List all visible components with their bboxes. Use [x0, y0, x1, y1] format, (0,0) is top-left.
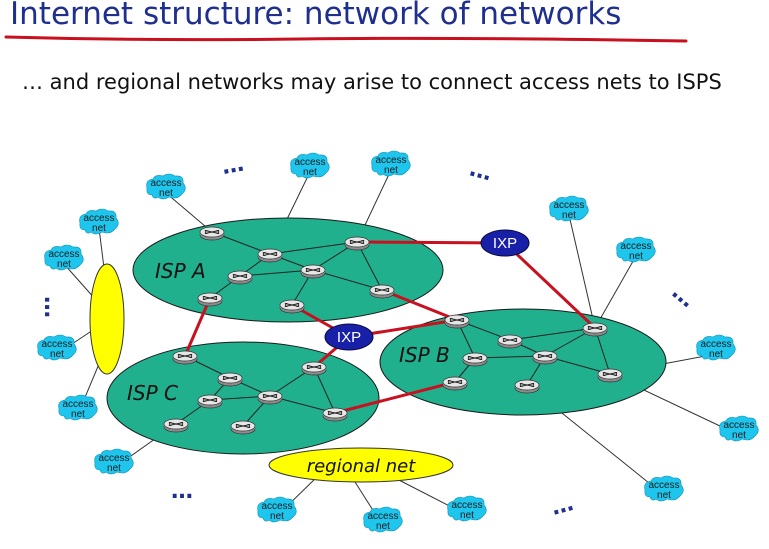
svg-text:access: access — [700, 339, 731, 350]
svg-text:net: net — [562, 210, 576, 221]
svg-text:access: access — [375, 155, 406, 166]
router-c7 — [230, 420, 256, 435]
svg-text:access: access — [451, 500, 482, 511]
regional-net-left — [89, 263, 125, 375]
router-c4 — [197, 394, 223, 409]
svg-text:access: access — [83, 213, 114, 224]
router-b5 — [532, 350, 558, 365]
ellipsis-3: … — [39, 296, 64, 320]
ixp-top-label: IXP — [493, 235, 517, 252]
svg-text:net: net — [50, 349, 64, 360]
title-underline — [4, 35, 688, 43]
router-a8 — [279, 299, 305, 314]
router-c1 — [172, 350, 198, 365]
svg-text:net: net — [460, 510, 474, 521]
access-links — [56, 169, 740, 527]
svg-text:net: net — [657, 490, 671, 501]
access-nets: accessnetaccessnetaccessnetaccessnetacce… — [37, 150, 759, 533]
svg-text:access: access — [367, 511, 398, 522]
isp-c-label: ISP C — [127, 381, 178, 405]
svg-text:access: access — [723, 420, 754, 431]
svg-text:net: net — [92, 223, 106, 234]
svg-text:access: access — [48, 249, 79, 260]
svg-text:net: net — [732, 430, 746, 441]
svg-text:net: net — [303, 167, 317, 178]
router-a7 — [197, 292, 223, 307]
ellipsis-5: … — [171, 479, 195, 504]
router-a5 — [227, 270, 253, 285]
svg-text:access: access — [261, 501, 292, 512]
svg-text:net: net — [107, 463, 121, 474]
ellipsis-6: … — [548, 491, 578, 521]
isp-a-label: ISP A — [155, 259, 206, 283]
router-b2 — [497, 334, 523, 349]
router-a6 — [369, 284, 395, 299]
svg-text:access: access — [648, 480, 679, 491]
slide-title: Internet structure: network of networks — [10, 0, 622, 32]
router-b1 — [444, 314, 470, 329]
ixp-middle-label: IXP — [337, 329, 361, 346]
router-a4 — [300, 264, 326, 279]
router-a2 — [344, 236, 370, 251]
svg-text:access: access — [98, 453, 129, 464]
router-b7 — [514, 379, 540, 394]
router-c6 — [163, 418, 189, 433]
svg-text:access: access — [41, 339, 72, 350]
svg-text:access: access — [150, 178, 181, 189]
regional-net-bottom — [268, 447, 454, 483]
router-b8 — [597, 368, 623, 383]
router-c5 — [257, 390, 283, 405]
svg-text:net: net — [376, 521, 390, 532]
svg-text:net: net — [57, 259, 71, 270]
svg-text:access: access — [294, 157, 325, 168]
router-b6 — [442, 376, 468, 391]
regional-net-label: regional net — [307, 456, 417, 477]
ellipsis-1: … — [220, 151, 248, 180]
svg-text:net: net — [270, 511, 284, 522]
isp-b-label: ISP B — [399, 343, 450, 367]
svg-text:net: net — [159, 188, 173, 199]
router-a1 — [199, 226, 225, 241]
ellipsis-2: … — [467, 157, 497, 187]
ixp-top: IXP — [480, 229, 530, 257]
router-c8 — [322, 407, 348, 422]
svg-text:access: access — [62, 399, 93, 410]
router-b3 — [582, 322, 608, 337]
router-b4 — [462, 352, 488, 367]
svg-text:net: net — [71, 409, 85, 420]
router-c2 — [301, 361, 327, 376]
ixp-middle: IXP — [324, 323, 374, 351]
router-c3 — [217, 372, 243, 387]
svg-text:net: net — [384, 165, 398, 176]
svg-text:access: access — [553, 200, 584, 211]
svg-text:access: access — [620, 241, 651, 252]
svg-text:net: net — [709, 349, 723, 360]
ellipsis-4: … — [667, 280, 701, 315]
router-a3 — [257, 248, 283, 263]
svg-text:net: net — [629, 251, 643, 262]
slide-subtitle: … and regional networks may arise to con… — [22, 70, 722, 94]
